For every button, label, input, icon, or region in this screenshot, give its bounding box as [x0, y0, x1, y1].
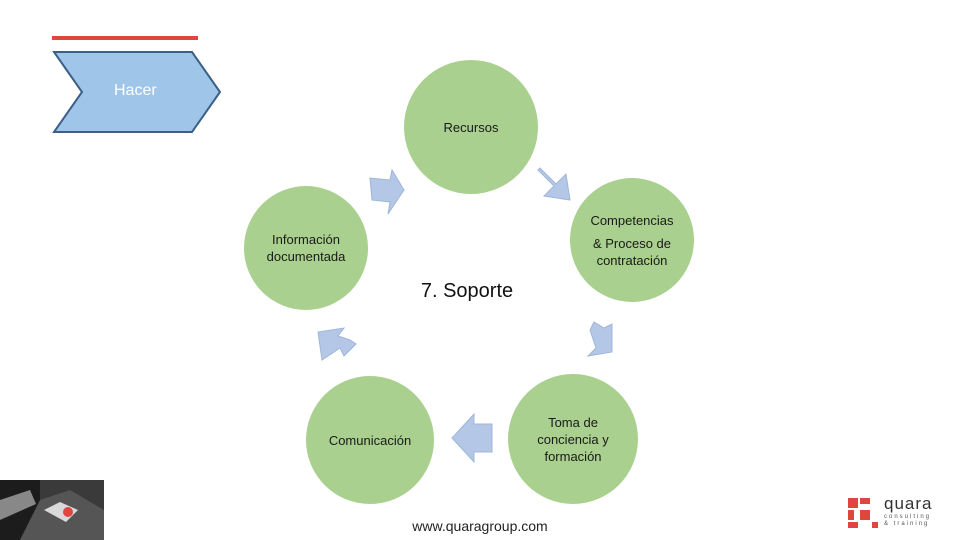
node-recursos-label: Recursos [443, 119, 499, 135]
arrow-comunicacion-to-informacion [317, 327, 357, 361]
node-informacion-documentada: Información documentada [244, 186, 368, 310]
arrow-recursos-to-competencias [537, 167, 571, 201]
footer-url: www.quaragroup.com [412, 518, 548, 534]
arrow-informacion-to-recursos [369, 168, 405, 215]
node-comunicacion-label: Comunicación [328, 432, 412, 448]
quara-logo-mark [848, 498, 878, 528]
arrow-toma-to-comunicacion [451, 412, 493, 464]
diagram-title: 7. Soporte [420, 280, 514, 302]
node-comunicacion: Comunicación [306, 376, 434, 504]
node-competencias-label-2: & Proceso de contratación [592, 235, 672, 268]
quara-logo-word: quara [884, 494, 933, 513]
arrow-competencias-to-toma [586, 321, 613, 357]
chevron-shape [52, 51, 222, 133]
quara-logo: quara consulting & training [846, 494, 946, 530]
chevron-label: Hacer [114, 82, 157, 99]
quara-logo-sub-2: & training [884, 521, 930, 527]
node-informacion-label: Información documentada [266, 232, 346, 264]
quara-logo-sub-1: consulting [884, 514, 932, 520]
node-competencias-label-1: Competencias [590, 212, 674, 228]
node-toma-de-conciencia: Toma de conciencia y formación [508, 374, 638, 504]
node-competencias: Competencias & Proceso de contratación [570, 178, 694, 302]
node-toma-label: Toma de conciencia y formación [537, 414, 609, 464]
handshake-photo [0, 480, 104, 540]
accent-line [52, 36, 198, 40]
node-recursos: Recursos [404, 60, 538, 194]
